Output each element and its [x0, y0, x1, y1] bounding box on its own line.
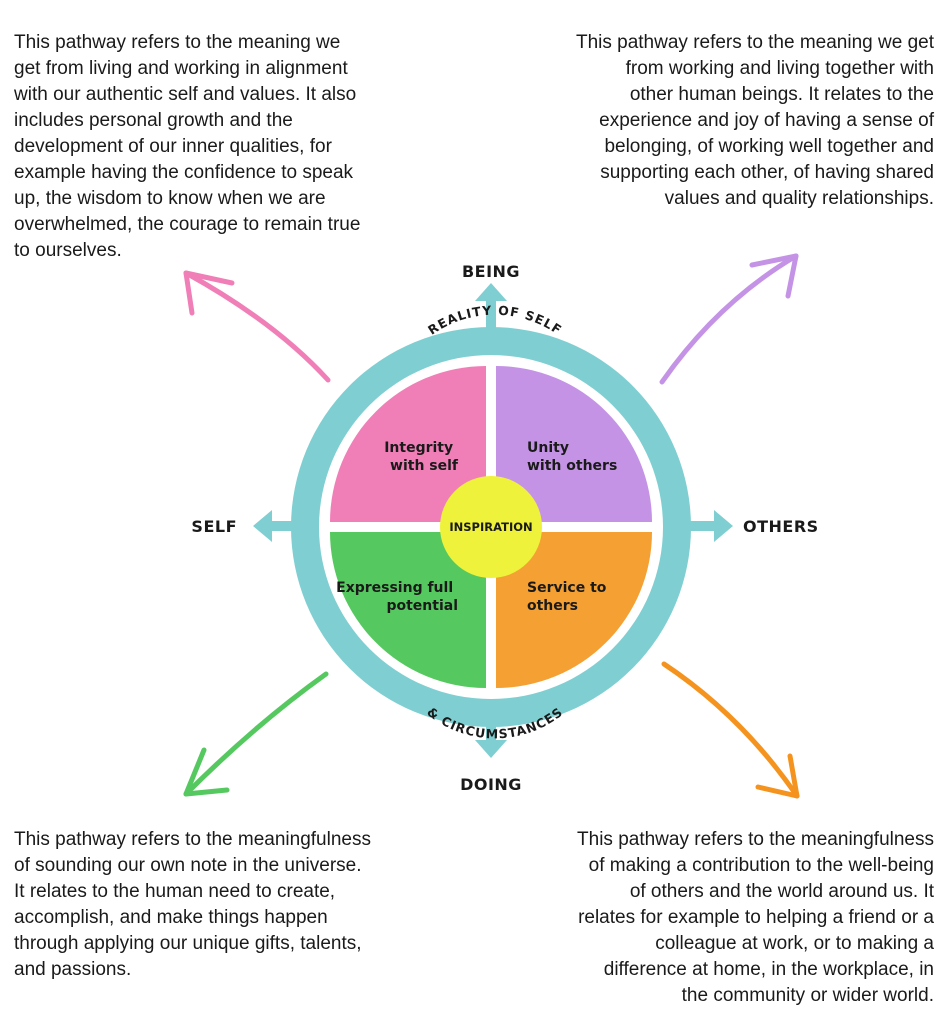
unity-quadrant [496, 366, 652, 522]
purple-curved-arrow [659, 253, 799, 385]
doing-label: DOING [460, 775, 522, 794]
paragraph-line: belonging, of working well together and [604, 136, 934, 157]
green-curved-arrow [183, 671, 329, 797]
being-others-description: This pathway refers to the meaning we ge… [514, 30, 934, 212]
being-self-description: This pathway refers to the meaning we get… [14, 30, 434, 264]
paragraph-line: up, the wisdom to know when we are [14, 188, 326, 209]
down-arrow [475, 712, 507, 758]
orange-curved-arrow [661, 661, 800, 799]
unity-label: Unity with others [527, 440, 617, 474]
paragraph-line: This pathway refers to the meaningfulnes… [14, 829, 371, 850]
being-label: BEING [462, 262, 520, 281]
paragraph-line: with our authentic self and values. It a… [14, 84, 357, 105]
paragraph-line: values and quality relationships. [664, 188, 934, 209]
paragraph-line: other human beings. It relates to the [629, 84, 934, 105]
up-arrow [475, 283, 507, 336]
paragraph-line: relates for example to helping a friend … [578, 907, 934, 928]
paragraph-line: get from living and working in alignment [14, 58, 348, 79]
paragraph-line: difference at home, in the workplace, in [603, 959, 934, 980]
others-label: OTHERS [743, 517, 819, 536]
inspiration-center [440, 476, 542, 578]
paragraph-line: the community or wider world. [681, 985, 934, 1006]
paragraph-line: of others and the world around us. It [629, 881, 934, 902]
paragraph-line: development of our inner qualities, for [14, 136, 332, 157]
paragraph-line: This pathway refers to the meaningfulnes… [577, 829, 934, 850]
pink-curved-arrow [183, 270, 331, 383]
doing-self-description: This pathway refers to the meaningfulnes… [14, 827, 434, 983]
paragraph-line: accomplish, and make things happen [14, 907, 328, 928]
paragraph-line: of making a contribution to the well-bei… [588, 855, 934, 876]
expressing-quadrant [330, 532, 486, 688]
paragraph-line: to ourselves. [14, 240, 122, 261]
paragraph-line: and passions. [14, 959, 132, 980]
left-arrow [253, 510, 300, 542]
paragraph-line: This pathway refers to the meaning we ge… [575, 32, 934, 53]
center-label: INSPIRATION [449, 520, 532, 534]
paragraph-line: This pathway refers to the meaning we [14, 32, 341, 53]
paragraph-line: supporting each other, of having shared [600, 162, 934, 183]
paragraph-line: colleague at work, or to making a [655, 933, 934, 954]
doing-others-description: This pathway refers to the meaningfulnes… [514, 827, 934, 1009]
expressing-label: Expressing full potential [336, 580, 458, 614]
paragraph-line: example having the confidence to speak [14, 162, 354, 183]
paragraph-line: through applying our unique gifts, talen… [14, 933, 362, 954]
axis-arrows [253, 283, 733, 758]
paragraph-line: from working and living together with [625, 58, 934, 79]
service-quadrant [496, 532, 652, 688]
service-label: Service to others [527, 580, 611, 614]
paragraph-line: includes personal growth and the [14, 110, 293, 131]
paragraph-line: experience and joy of having a sense of [599, 110, 934, 131]
paragraph-line: It relates to the human need to create, [14, 881, 336, 902]
paragraph-line: of sounding our own note in the universe… [14, 855, 362, 876]
right-arrow [688, 510, 733, 542]
integrity-quadrant [330, 366, 486, 522]
integrity-label: Integrity with self [384, 440, 459, 474]
paragraph-line: overwhelmed, the courage to remain true [14, 214, 361, 235]
self-label: SELF [191, 517, 237, 536]
